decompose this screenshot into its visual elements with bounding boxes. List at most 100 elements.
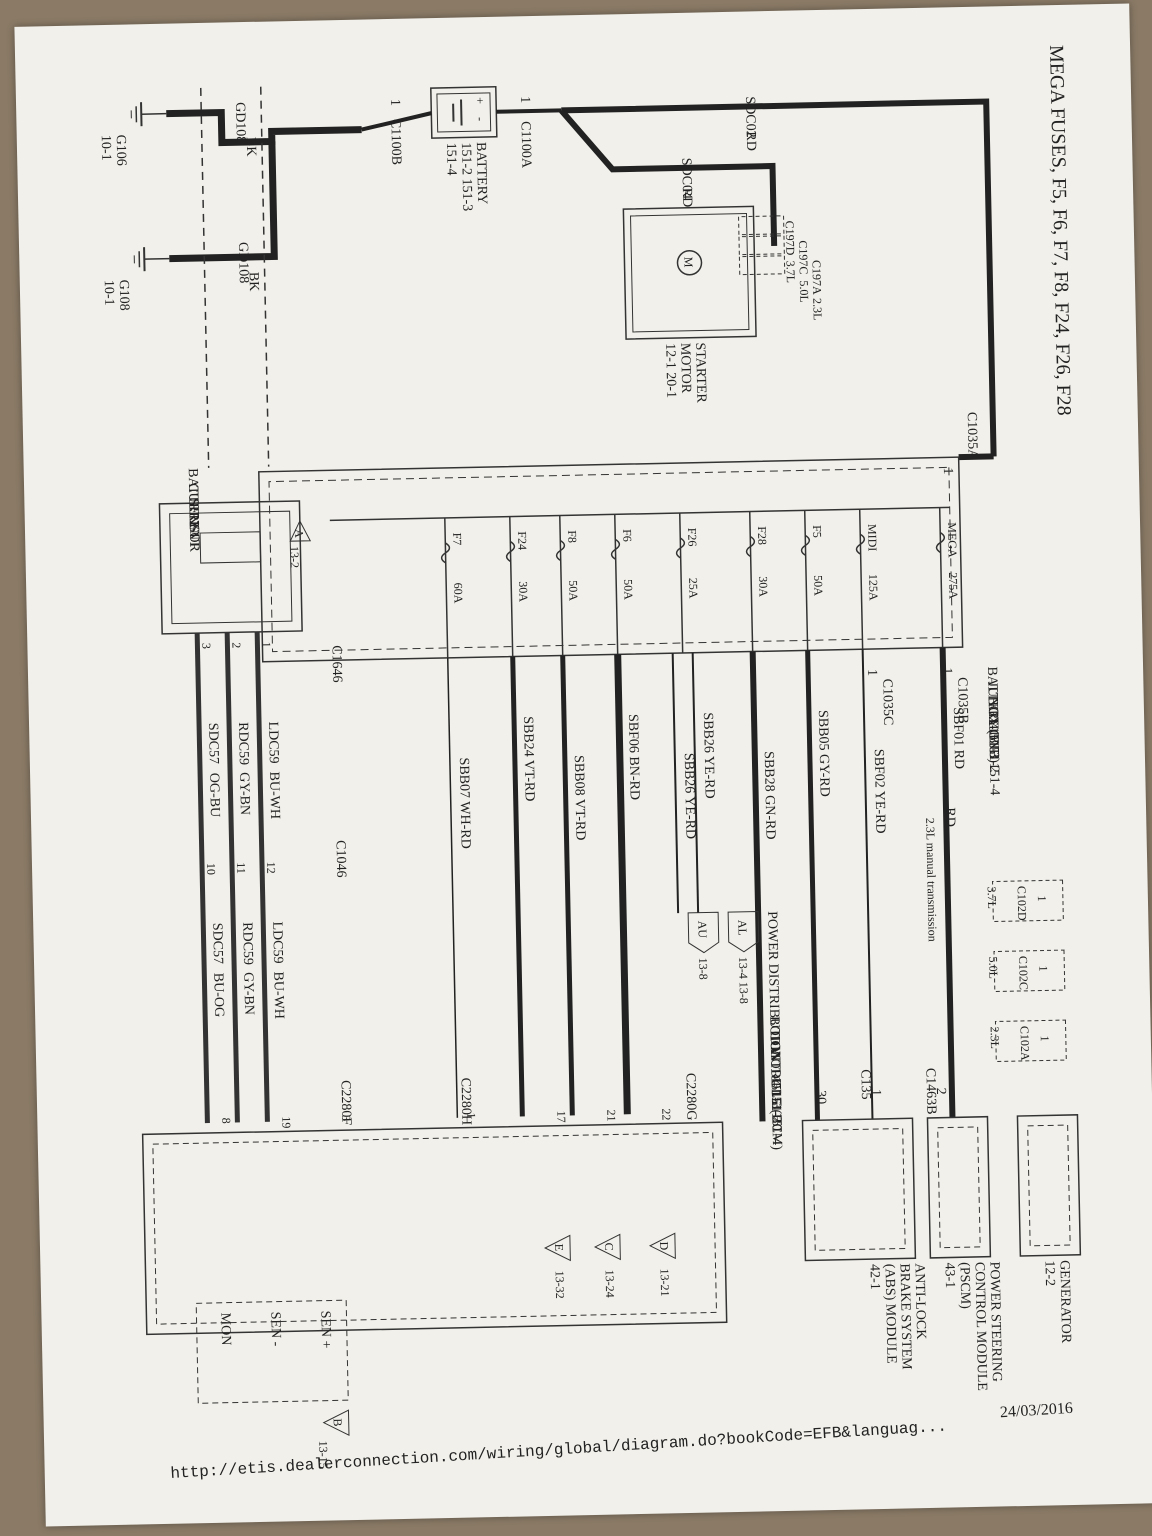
g108-label: G108 <box>116 279 132 310</box>
ref-e: E <box>552 1244 566 1252</box>
ref-b-page: 13-15 <box>316 1441 331 1469</box>
fuse-f28: F28 30A <box>745 511 771 652</box>
sensor-harness-line-1 <box>199 87 210 468</box>
sensor-label1: BATTERY <box>185 468 201 531</box>
wire-sbb07 <box>446 657 459 1118</box>
wire-label: SBB26 YE-RD <box>681 753 698 840</box>
battery-pos-wire <box>496 108 562 114</box>
generator-module: GENERATOR 12-2 <box>1016 1114 1082 1344</box>
c2280g-label: C2280G <box>682 1073 698 1121</box>
w1b-id: LDC59 <box>269 921 285 963</box>
wire-label: SBB08 VT-RD <box>571 755 588 840</box>
c102d-pin: 1 <box>1035 895 1049 901</box>
g106-label: G106 <box>113 134 129 165</box>
c2280f-label: C2280F <box>338 1080 354 1126</box>
pin-3: 3 <box>339 1115 353 1121</box>
bcm-label1: BODY <box>766 1016 782 1056</box>
c1035a-pin: 1 <box>940 467 955 474</box>
fuse-f24: F24 30A <box>505 516 531 657</box>
gd108-top-label: GD108 <box>232 102 248 144</box>
ref-c-page: 13-24 <box>603 1270 618 1298</box>
c1646-label: C1646 <box>328 645 344 683</box>
fuse-rating: 50A <box>811 575 825 596</box>
c102a-box <box>994 1019 1067 1063</box>
power-dist-label: POWER DISTRIBUTION <box>764 911 782 1062</box>
abs-label3: (ABS) MODULE <box>882 1264 899 1364</box>
c102a-pin: 1 <box>1038 1035 1052 1041</box>
battery-refs2: 151-4 <box>443 143 459 176</box>
ref-d-page: 13-21 <box>658 1268 673 1296</box>
bjb-refs: 11-1 151-2 <box>985 711 1001 773</box>
bk-top-label: BK <box>243 137 258 157</box>
sen-plus: SEN + <box>317 1310 333 1348</box>
c1046-label: C1046 <box>333 840 349 878</box>
wire-label: SBB07 WH-RD <box>456 757 473 848</box>
pscm-label2: CONTROL MODULE <box>971 1262 989 1391</box>
c2280h-label: C2280H <box>458 1077 474 1125</box>
sensor-p10: 10 <box>204 863 218 875</box>
au-ref: 13-8 <box>696 957 710 979</box>
diagram-title: MEGA FUSES, F5, F6, F7, F8, F24, F26, F2… <box>1045 45 1075 416</box>
alt-rd-box: RD <box>942 807 957 827</box>
sensor-p3: 3 <box>199 643 213 649</box>
c135-pin: 1 <box>868 1089 883 1096</box>
c197c-label: C197C <box>796 240 811 274</box>
abs-module: ANTI-LOCK BRAKE SYSTEM (ABS) MODULE 42-1 <box>801 1117 928 1370</box>
sensor-p11: 11 <box>234 862 248 874</box>
c1035b-pin: 1 <box>939 667 954 674</box>
fuse-rating: 275A <box>946 572 961 599</box>
fuse-name: F28 <box>755 526 769 545</box>
wire-label: SBF06 BN-RD <box>625 714 642 800</box>
fuse-name: F7 <box>450 533 464 546</box>
wire-sbf01 <box>939 647 956 1118</box>
motor-icon <box>676 250 703 276</box>
wire-label: SBB28 GN-RD <box>761 751 778 840</box>
fuse-name: F8 <box>565 530 579 543</box>
g106-ref: 10-1 <box>98 135 114 161</box>
c197d-label: C197D <box>783 221 798 256</box>
ref-a-page: 13-2 <box>287 546 301 568</box>
pin-1: 1 <box>464 1112 478 1118</box>
v50-label: 5.0L <box>797 280 811 303</box>
wire-label: SBB05 GY-RD <box>815 710 832 797</box>
fuse-rating: 60A <box>451 583 465 604</box>
battery-minus: - <box>473 117 487 121</box>
c1100a-pin: 1 <box>517 96 532 103</box>
c1035c-pin: 1 <box>864 669 879 676</box>
wire-sbb26 <box>671 653 680 914</box>
fuse-name: MIDI <box>865 524 880 552</box>
fuse-midi: MIDI 125A <box>855 509 881 650</box>
ref-e-page: 13-32 <box>553 1271 568 1299</box>
fuse-rating: 30A <box>756 576 770 597</box>
gd108-wire-top <box>166 108 362 147</box>
rd2-label: RD <box>679 188 694 208</box>
pin-17: 17 <box>554 1110 568 1122</box>
w2b-color: GY-BN <box>240 972 256 1015</box>
pin-19: 19 <box>279 1116 293 1128</box>
c102d-label: C102D <box>1015 886 1030 921</box>
c1100a-label: C1100A <box>518 121 534 169</box>
bjb-refs2: 151-3 151-4 <box>985 726 1001 795</box>
ref-c-marker <box>593 1233 621 1261</box>
fuse-name: F24 <box>515 531 529 550</box>
wire-sbb28 <box>749 651 766 1122</box>
c102d-box <box>992 879 1064 923</box>
fuse-rating: 25A <box>686 578 700 599</box>
starter-refs: 12-1 20-1 <box>662 343 678 398</box>
fuse-rating: 30A <box>516 581 530 602</box>
ref-c: C <box>602 1243 616 1251</box>
c102c-label: C102C <box>1016 956 1031 990</box>
fuse-rating: 125A <box>866 574 881 601</box>
c1100b-pin: 1 <box>387 99 402 106</box>
pin-8: 8 <box>219 1117 233 1123</box>
rd1-label: RD <box>743 131 758 151</box>
c1463b-pin: 2 <box>933 1088 948 1095</box>
bcm-label3: MODULE (BCM) <box>767 1046 784 1150</box>
fuse-group: MEGA275AMIDI125AF550AF2830AF2625AF650AF8… <box>440 507 961 658</box>
w3-color: OG-BU <box>206 773 222 818</box>
fuse-name: F6 <box>620 529 634 542</box>
bcm-refs3: 151-20 <box>768 1091 784 1131</box>
ref-b-marker <box>322 1409 350 1436</box>
